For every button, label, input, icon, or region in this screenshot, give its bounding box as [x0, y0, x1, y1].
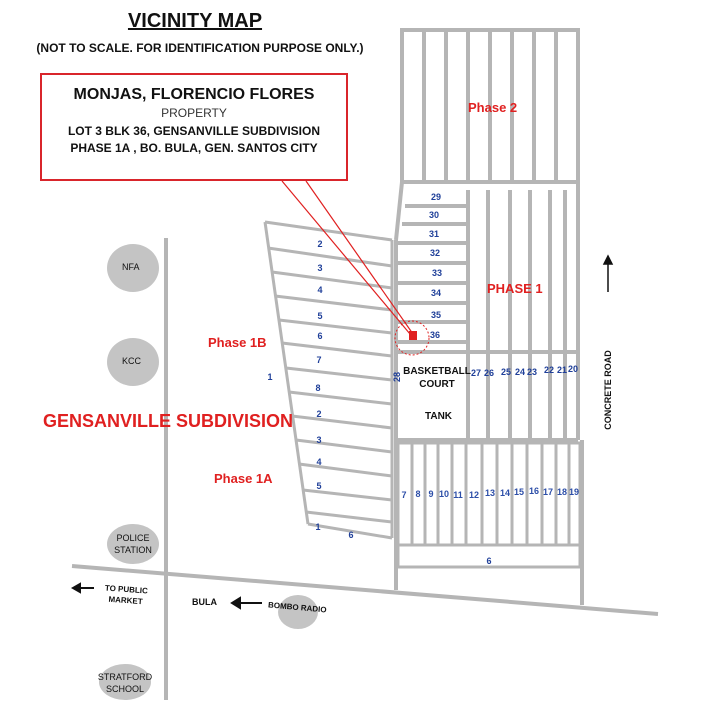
south-block: [396, 441, 582, 569]
block-number: 5: [317, 311, 323, 321]
block-number: 23: [526, 367, 538, 377]
block-number: 30: [428, 210, 440, 220]
block-number: 33: [431, 268, 443, 278]
block-number: 2: [316, 409, 322, 419]
tank-label: TANK: [425, 411, 453, 422]
block-number: 6: [317, 331, 323, 341]
public-market-label: TO PUBLIC MARKET: [104, 583, 149, 607]
block-number: 17: [542, 487, 554, 497]
phase2-label: Phase 2: [468, 100, 518, 115]
block-number: 2: [317, 239, 323, 249]
callout-pointer-line: [281, 180, 411, 335]
block-number: 6: [486, 556, 492, 566]
block-number: 35: [430, 310, 442, 320]
nfa-label: NFA: [122, 262, 140, 272]
left-arrow-icon: [70, 582, 94, 594]
block-number: 20: [567, 364, 579, 374]
block-number: 12: [468, 490, 480, 500]
block-number: 36: [429, 330, 441, 340]
bombo-radio-landmark: [278, 595, 318, 629]
block-number: 10: [438, 489, 450, 499]
property-label: PROPERTY: [161, 106, 227, 120]
phase1b-label: Phase 1B: [208, 335, 267, 350]
block-number: 15: [513, 487, 525, 497]
kcc-label: KCC: [122, 356, 142, 366]
main-road-bula: [71, 564, 659, 616]
map-title: VICINITY MAP: [127, 10, 263, 32]
block-number: 13: [484, 488, 496, 498]
block-number: 6: [348, 530, 354, 540]
block-number: 5: [316, 481, 322, 491]
block-number: 27: [470, 368, 482, 378]
block-number: 14: [499, 488, 511, 498]
stratford-school-landmark: [99, 664, 151, 700]
block-number: 9: [428, 489, 434, 499]
subdivision-label: GENSANVILLE SUBDIVISION: [43, 411, 294, 431]
block-number: 7: [401, 490, 407, 500]
block-number: 28: [392, 371, 402, 383]
roads: [71, 238, 659, 700]
stratford-school-label: STRATFORD SCHOOL: [97, 672, 153, 694]
owner-name: MONJAS, FLORENCIO FLORES: [73, 86, 315, 103]
address-line-2: PHASE 1A , BO. BULA, GEN. SANTOS CITY: [70, 141, 318, 155]
police-station-landmark: [107, 524, 159, 564]
kcc-landmark: [107, 338, 159, 386]
concrete-road-label: CONCRETE ROAD: [602, 350, 613, 430]
block-number: 1: [315, 522, 321, 532]
block-number: 29: [430, 192, 442, 202]
phase1b-1a-block: [263, 220, 394, 540]
block-number: 8: [315, 383, 321, 393]
block-number: 34: [430, 288, 442, 298]
block-number: 18: [556, 487, 568, 497]
block-number: 32: [429, 248, 441, 258]
phase1a-label: Phase 1A: [214, 471, 273, 486]
block-number: 3: [317, 263, 323, 273]
property-marker: [409, 331, 417, 340]
callout-pointer-line-2: [305, 180, 414, 335]
nfa-landmark: [107, 244, 159, 292]
phase1-label: PHASE 1: [487, 281, 543, 296]
block-number: 4: [316, 457, 322, 467]
property-callout-box: MONJAS, FLORENCIO FLORES PROPERTY LOT 3 …: [40, 73, 348, 181]
block-number: 11: [453, 490, 463, 500]
address-line-1: LOT 3 BLK 36, GENSANVILLE SUBDIVISION: [67, 124, 321, 138]
map-subtitle: (NOT TO SCALE. FOR IDENTIFICATION PURPOS…: [36, 41, 364, 55]
phase1-block: [394, 180, 580, 442]
basketball-court-label: BASKETBALL COURT: [403, 366, 471, 390]
block-number: 25: [500, 367, 512, 377]
block-number: 3: [316, 435, 322, 445]
bula-label: BULA: [192, 597, 217, 607]
block-number: 26: [483, 368, 495, 378]
bombo-arrow-icon: [230, 596, 262, 610]
police-station-label: POLICE STATION: [114, 533, 152, 555]
block-number: 19: [568, 487, 580, 497]
block-number: 21: [556, 365, 568, 375]
block-number: 16: [528, 486, 540, 496]
block-number: 1: [267, 372, 273, 382]
block-number: 22: [543, 365, 555, 375]
block-number: 8: [415, 489, 421, 499]
block-number: 7: [316, 355, 322, 365]
block-number: 24: [514, 367, 526, 377]
property-circle: [394, 320, 430, 356]
block-number: 31: [428, 229, 440, 239]
block-number: 4: [317, 285, 323, 295]
north-arrow-icon: [602, 254, 614, 292]
